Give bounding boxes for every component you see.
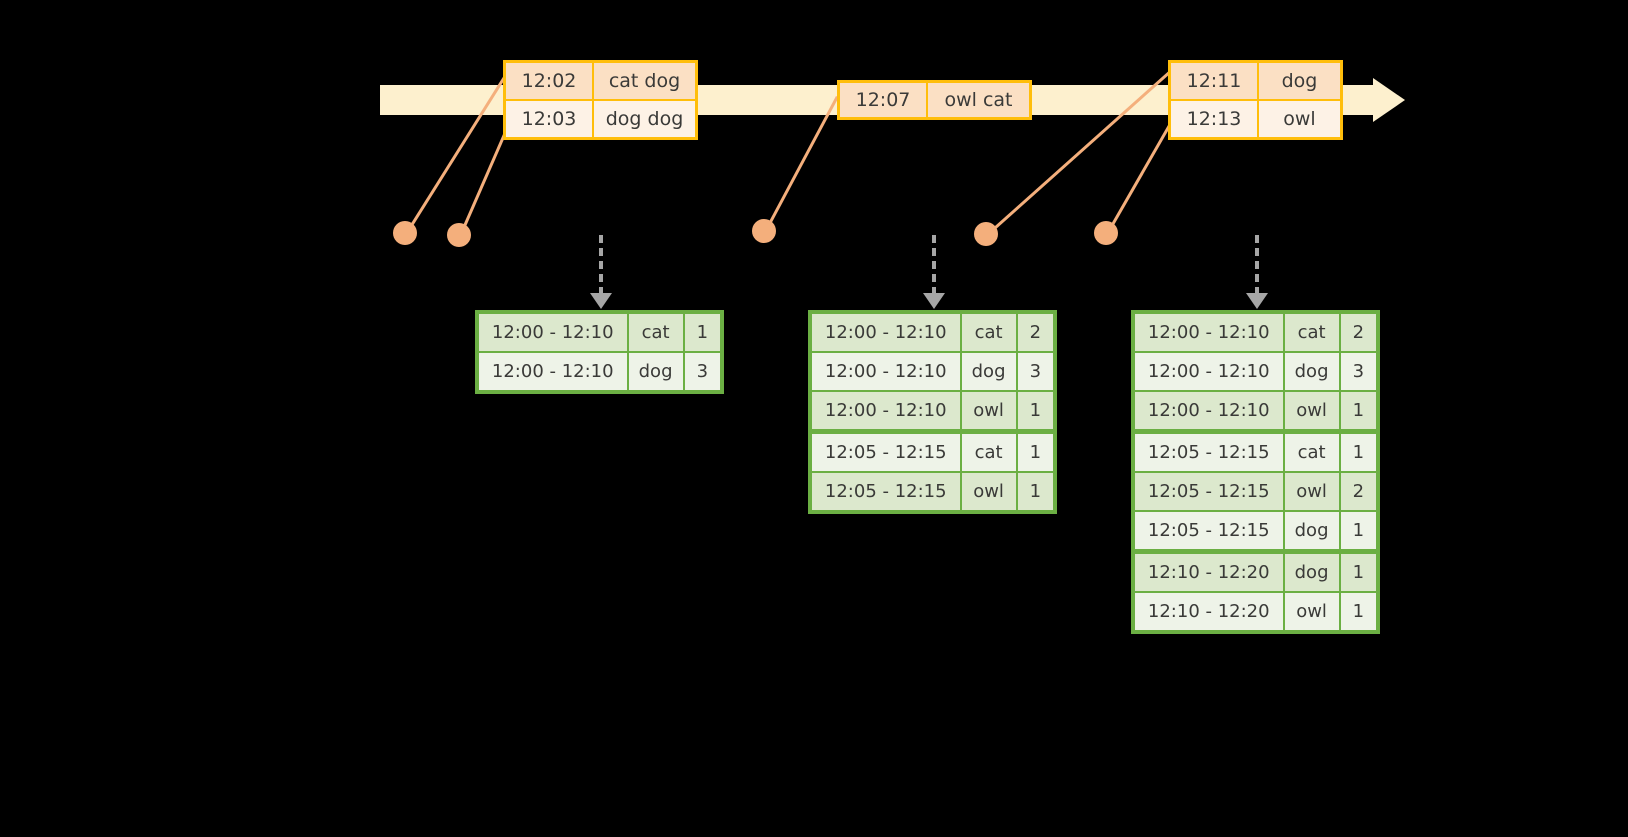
dashed-arrow-3-head-icon: [1246, 293, 1268, 309]
cell-word: owl: [1284, 593, 1339, 630]
dashed-arrow-2-head-icon: [923, 293, 945, 309]
dashed-arrow-1-head-icon: [590, 293, 612, 309]
event-words: dog dog: [594, 101, 695, 137]
event-dot-2: [447, 223, 471, 247]
cell-count: 1: [1017, 434, 1054, 471]
cell-count: 1: [1017, 473, 1054, 510]
cell-word: owl: [961, 473, 1016, 510]
cell-word: owl: [1284, 473, 1339, 510]
cell-count: 3: [1340, 353, 1377, 390]
event-time: 12:13: [1171, 101, 1259, 137]
cell-count: 1: [1017, 392, 1054, 429]
event-dot-5: [1094, 221, 1118, 245]
cell-count: 1: [1340, 392, 1377, 429]
cell-word: owl: [961, 392, 1016, 429]
cell-count: 2: [1017, 314, 1054, 351]
event-dot-1: [393, 221, 417, 245]
cell-window: 12:05 - 12:15: [812, 473, 960, 510]
cell-count: 1: [1340, 512, 1377, 549]
timeline-arrowhead-icon: [1373, 78, 1405, 122]
cell-word: dog: [961, 353, 1016, 390]
connector-5: [1106, 118, 1175, 235]
cell-window: 12:00 - 12:10: [1135, 392, 1283, 429]
cell-window: 12:10 - 12:20: [1135, 593, 1283, 630]
event-time: 12:11: [1171, 63, 1259, 99]
cell-count: 3: [1017, 353, 1054, 390]
event-words: cat dog: [594, 63, 695, 99]
cell-word: dog: [1284, 353, 1339, 390]
cell-count: 3: [684, 353, 721, 390]
cell-word: dog: [1284, 512, 1339, 549]
cell-word: cat: [961, 434, 1016, 471]
cell-word: cat: [961, 314, 1016, 351]
event-time: 12:03: [506, 101, 594, 137]
cell-window: 12:05 - 12:15: [1135, 434, 1283, 471]
cell-count: 1: [1340, 434, 1377, 471]
event-words: dog: [1259, 63, 1340, 99]
cell-window: 12:00 - 12:10: [479, 314, 627, 351]
cell-window: 12:00 - 12:10: [479, 353, 627, 390]
cell-window: 12:00 - 12:10: [1135, 314, 1283, 351]
cell-window: 12:05 - 12:15: [1135, 512, 1283, 549]
cell-word: dog: [628, 353, 683, 390]
cell-word: dog: [1284, 554, 1339, 591]
cell-word: cat: [1284, 434, 1339, 471]
event-words: owl: [1259, 101, 1340, 137]
cell-count: 2: [1340, 314, 1377, 351]
cell-count: 1: [1340, 554, 1377, 591]
cell-word: cat: [628, 314, 683, 351]
cell-window: 12:05 - 12:15: [1135, 473, 1283, 510]
cell-word: owl: [1284, 392, 1339, 429]
dashed-arrow-2: [932, 235, 940, 295]
event-dot-4: [974, 222, 998, 246]
event-words: owl cat: [928, 83, 1029, 117]
cell-count: 1: [684, 314, 721, 351]
connector-3: [764, 96, 839, 233]
event-time: 12:07: [840, 83, 928, 117]
event-time: 12:02: [506, 63, 594, 99]
cell-window: 12:00 - 12:10: [812, 392, 960, 429]
dashed-arrow-1: [599, 235, 607, 295]
cell-count: 2: [1340, 473, 1377, 510]
cell-window: 12:10 - 12:20: [1135, 554, 1283, 591]
dashed-arrow-3: [1255, 235, 1263, 295]
cell-window: 12:00 - 12:10: [1135, 353, 1283, 390]
cell-window: 12:00 - 12:10: [812, 314, 960, 351]
cell-window: 12:05 - 12:15: [812, 434, 960, 471]
cell-window: 12:00 - 12:10: [812, 353, 960, 390]
event-dot-3: [752, 219, 776, 243]
cell-word: cat: [1284, 314, 1339, 351]
cell-count: 1: [1340, 593, 1377, 630]
